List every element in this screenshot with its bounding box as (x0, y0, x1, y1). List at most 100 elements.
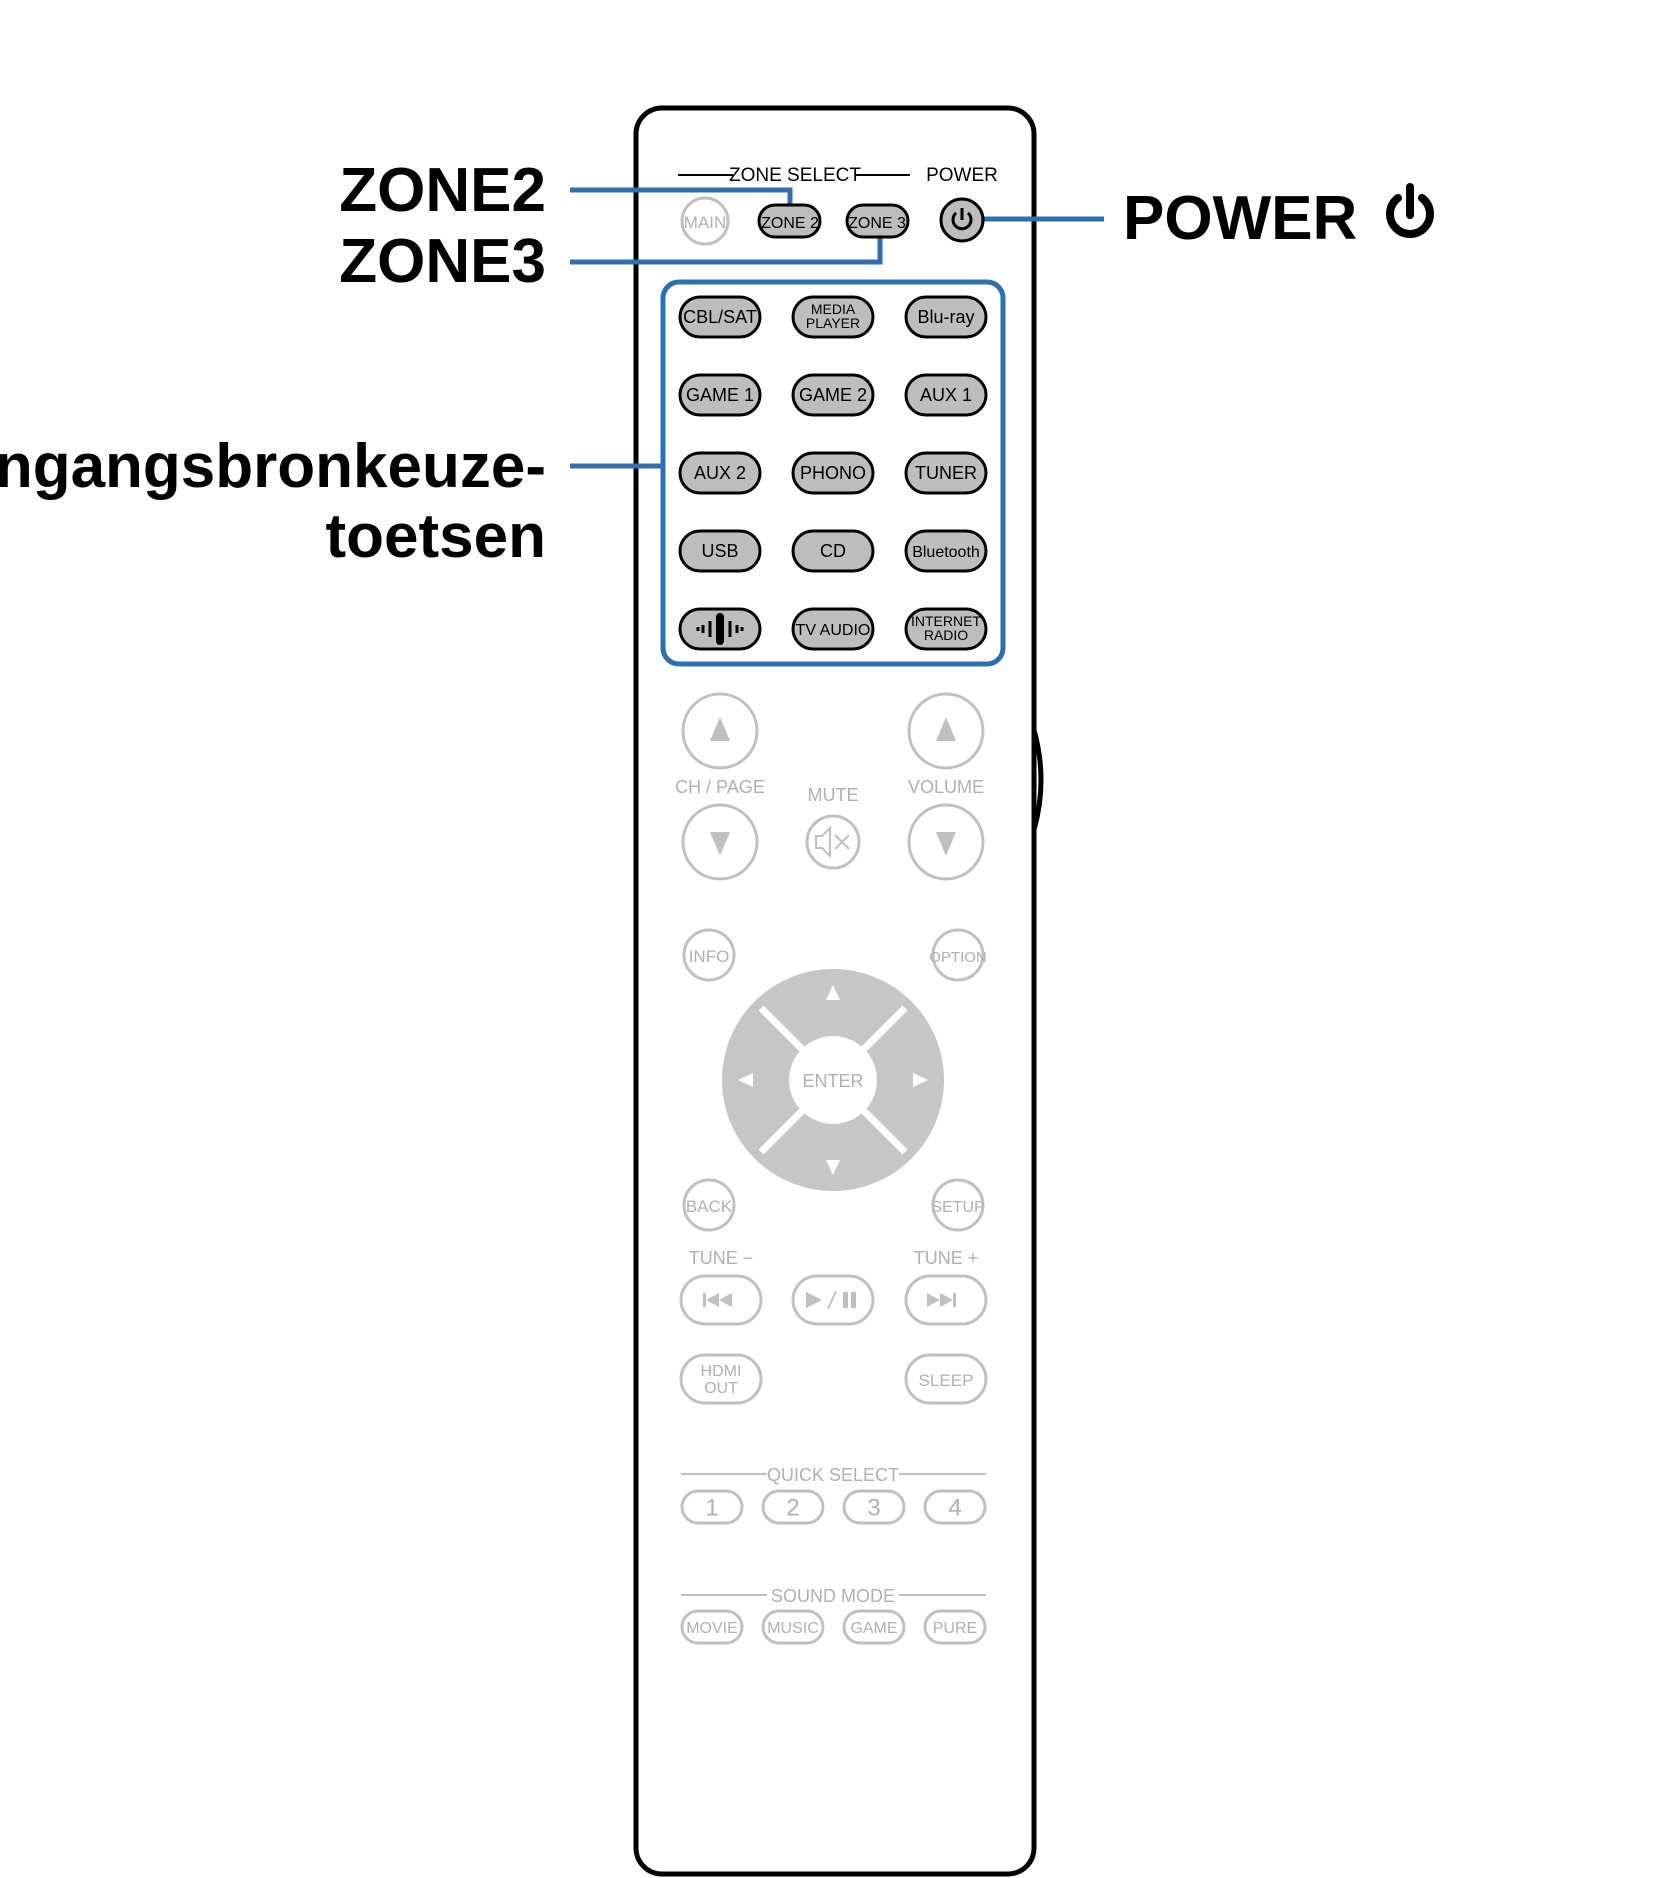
input-select-highlight-box (660, 279, 1006, 667)
dpad-left-icon[interactable] (738, 1073, 753, 1087)
input-button-label: AUX 2 (694, 463, 746, 483)
input-button-aux-1[interactable]: AUX 1 (904, 373, 988, 417)
zone3-callout: ZONE3 (339, 227, 546, 296)
info-button[interactable]: INFO (682, 928, 736, 982)
sleep-button[interactable]: SLEEP (904, 1353, 988, 1405)
zone2-callout: ZONE2 (339, 156, 546, 225)
info-button-label: INFO (689, 947, 730, 966)
up-arrow-icon (710, 717, 730, 741)
power-label: POWER (926, 165, 998, 186)
down-arrow-icon (710, 832, 730, 856)
skip-forward-icon (927, 1293, 956, 1307)
quick-select-button-label: 4 (948, 1495, 961, 1522)
mute-icon (815, 825, 850, 859)
input-button-label: CD (820, 541, 846, 561)
dpad-right-icon[interactable] (913, 1073, 928, 1087)
up-arrow-icon (936, 717, 956, 741)
volume-up-button[interactable] (907, 692, 985, 770)
input-button-cbl-sat[interactable]: CBL/SAT (678, 295, 762, 339)
sound-mode-button-game[interactable]: GAME (842, 1609, 906, 1645)
ch-page-label: CH / PAGE (675, 777, 765, 797)
power-icon (951, 208, 973, 231)
ch-page-up-button[interactable] (681, 692, 759, 770)
play-pause-button[interactable] (791, 1274, 875, 1326)
sound-mode-button-label: MOVIE (686, 1620, 738, 1637)
power-icon (1386, 183, 1435, 238)
input-button-label: GAME 1 (686, 385, 754, 405)
previous-button[interactable] (679, 1274, 763, 1326)
heos-icon (696, 613, 744, 645)
zone2-leader-line (570, 187, 793, 208)
main-button[interactable]: MAIN (680, 196, 730, 246)
quick-select-button-1[interactable]: 1 (680, 1489, 744, 1525)
sound-mode-button-label: MUSIC (767, 1620, 819, 1637)
input-select-callout-line2: toetsen (325, 502, 546, 571)
mute-label: MUTE (808, 785, 859, 805)
input-button-blu-ray[interactable]: Blu-ray (904, 295, 988, 339)
input-button-label: AUX 1 (920, 385, 972, 405)
input-button-aux-2[interactable]: AUX 2 (678, 451, 762, 495)
mute-button[interactable] (805, 814, 861, 870)
setup-button[interactable]: SETUP (931, 1178, 985, 1232)
quick-select-button-2[interactable]: 2 (761, 1489, 825, 1525)
power-button[interactable] (939, 197, 985, 243)
skip-back-icon (703, 1293, 732, 1307)
input-button-label: Bluetooth (912, 544, 980, 561)
input-button-heos[interactable] (678, 607, 762, 651)
sleep-button-label: SLEEP (919, 1371, 974, 1390)
back-button[interactable]: BACK (682, 1178, 736, 1232)
input-button-tv-audio[interactable]: TV AUDIO (791, 607, 875, 651)
sound-mode-button-movie[interactable]: MOVIE (680, 1609, 744, 1645)
quick-select-label: QUICK SELECT (767, 1465, 899, 1485)
input-button-game-1[interactable]: GAME 1 (678, 373, 762, 417)
zone2-button-label: ZONE 2 (761, 215, 819, 232)
quick-select-button-4[interactable]: 4 (923, 1489, 987, 1525)
input-button-label: GAME 2 (799, 385, 867, 405)
input-button-bluetooth[interactable]: Bluetooth (904, 529, 988, 573)
input-button-tuner[interactable]: TUNER (904, 451, 988, 495)
input-button-usb[interactable]: USB (678, 529, 762, 573)
enter-button-label[interactable]: ENTER (802, 1071, 863, 1091)
zone3-button-label: ZONE 3 (848, 215, 906, 232)
play-pause-icon (806, 1290, 856, 1310)
ch-page-down-button[interactable] (681, 803, 759, 881)
input-button-label: Blu-ray (917, 307, 974, 327)
sound-mode-label: SOUND MODE (771, 1586, 895, 1606)
zone3-button[interactable]: ZONE 3 (845, 203, 910, 239)
quick-select-button-label: 3 (867, 1495, 880, 1522)
input-button-cd[interactable]: CD (791, 529, 875, 573)
dpad-down-icon[interactable] (826, 1160, 840, 1175)
tune-plus-label: TUNE + (914, 1248, 979, 1268)
power-callout: POWER (1123, 183, 1436, 250)
back-button-label: BACK (686, 1197, 733, 1216)
remote-side-bump (1031, 729, 1044, 831)
zone2-button[interactable]: ZONE 2 (757, 203, 822, 239)
zone-select-label: ZONE SELECT (729, 165, 861, 186)
volume-label: VOLUME (908, 777, 984, 797)
sound-mode-button-pure[interactable]: PURE (923, 1609, 987, 1645)
main-button-label: MAIN (684, 213, 727, 232)
power-callout-label: POWER (1123, 184, 1358, 253)
dpad-up-icon[interactable] (826, 985, 840, 1000)
next-button[interactable] (904, 1274, 988, 1326)
tune-minus-label: TUNE − (689, 1248, 754, 1268)
input-button-label: TUNER (915, 463, 977, 483)
input-button-label: PHONO (800, 463, 866, 483)
option-button[interactable]: OPTION (929, 928, 987, 982)
sound-mode-button-music[interactable]: MUSIC (761, 1609, 825, 1645)
sound-mode-button-label: PURE (933, 1620, 977, 1637)
input-button-game-2[interactable]: GAME 2 (791, 373, 875, 417)
input-button-phono[interactable]: PHONO (791, 451, 875, 495)
input-button-label: TV AUDIO (796, 622, 871, 639)
volume-down-button[interactable] (907, 803, 985, 881)
sound-mode-button-label: GAME (850, 1620, 897, 1637)
directional-pad[interactable]: ENTER (722, 969, 944, 1191)
quick-select-button-3[interactable]: 3 (842, 1489, 906, 1525)
